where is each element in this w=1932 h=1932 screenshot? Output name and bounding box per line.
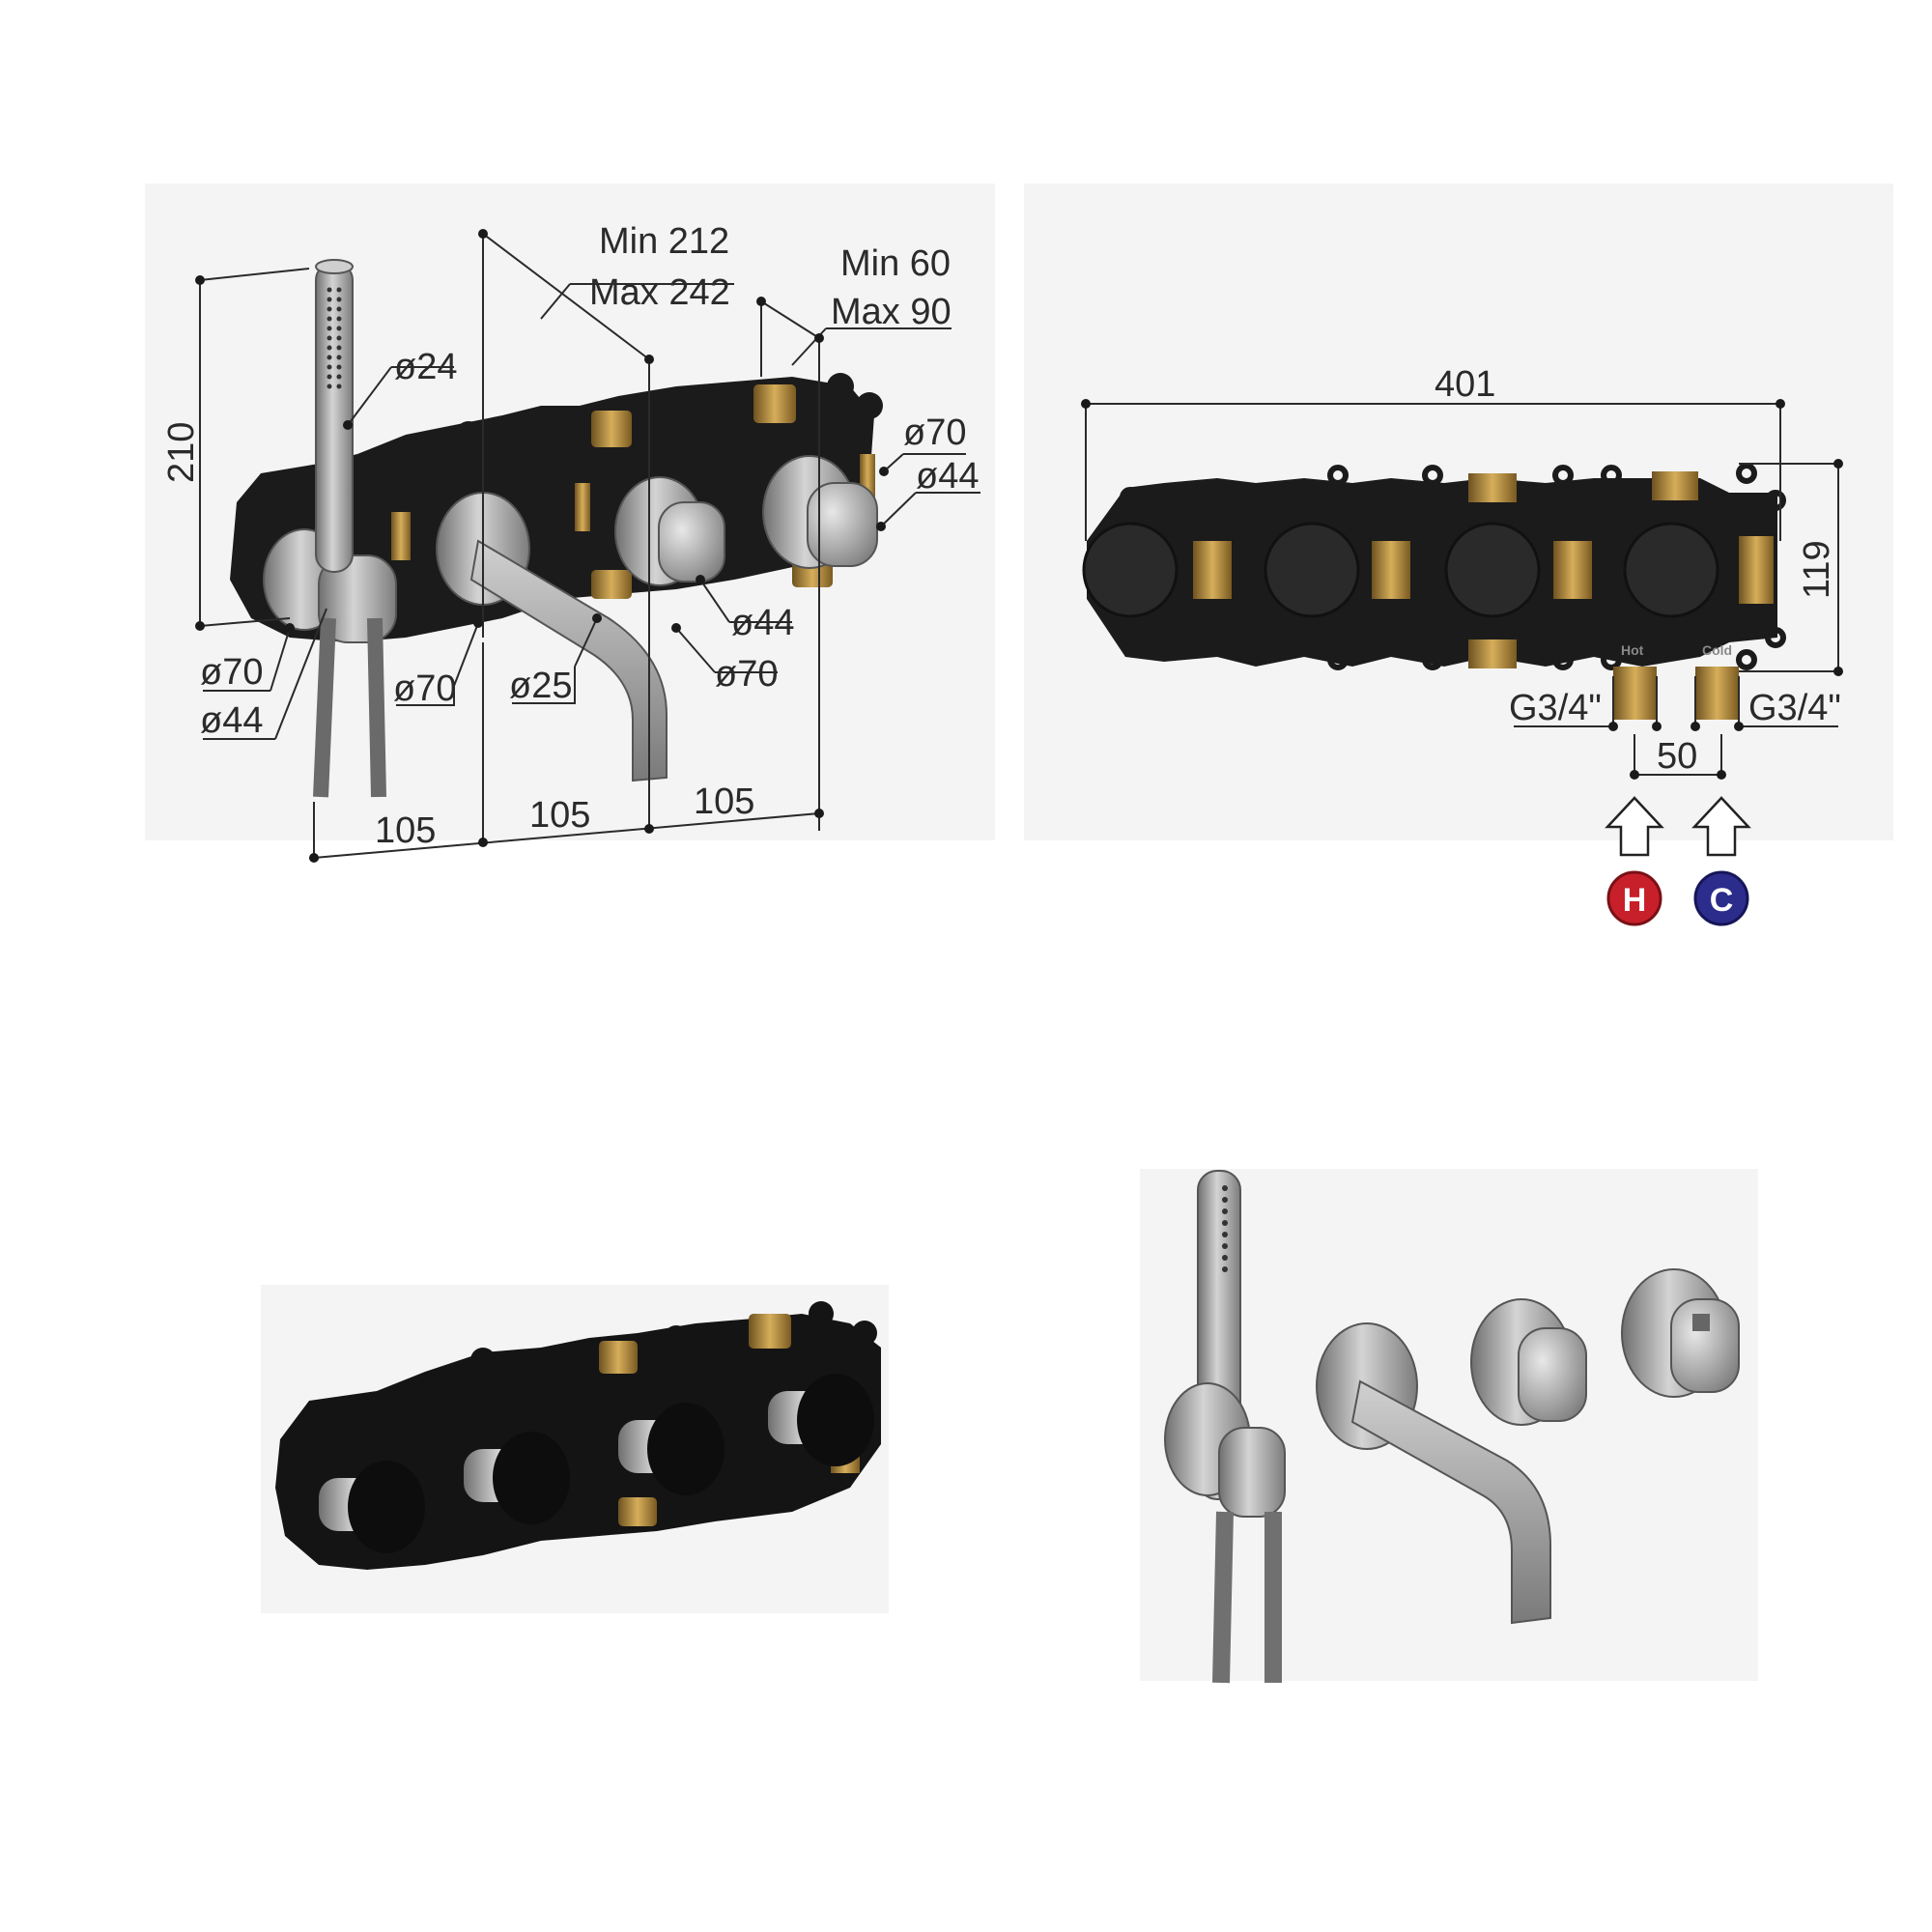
mount-ear (827, 373, 854, 400)
dim-spout-rosette: ø70 (393, 668, 456, 709)
hot-badge-icon (1606, 870, 1662, 926)
render-thermostat-stop (1692, 1314, 1710, 1331)
thermostat-knob (807, 482, 878, 567)
mount-ear (455, 421, 482, 448)
isometric-dimensions (199, 233, 980, 859)
spout (469, 539, 668, 782)
dim-spout-min: Min 212 (599, 221, 729, 262)
render-handshower-nozzles (1222, 1185, 1228, 1272)
mount-ear (856, 392, 883, 419)
cold-stamp: Cold (1702, 642, 1732, 658)
front-mount-ears (1120, 463, 1786, 670)
front-body-outline (1087, 478, 1777, 667)
brass-nut (591, 570, 632, 599)
front-chamber-2 (1264, 522, 1360, 618)
front-brass-nut (1652, 471, 1698, 500)
front-brass-nut (1468, 639, 1517, 668)
dim-thermostat-rosette: ø70 (903, 412, 966, 453)
mount-ear (701, 384, 728, 412)
isometric-labels: 210 ø24 Min 212 Max 242 Min 60 Max 90 ø7… (161, 221, 979, 851)
render-body (275, 1314, 881, 1570)
body-render (275, 1301, 881, 1570)
front-dimension-dots (1081, 399, 1843, 780)
render-mount-ears (470, 1301, 877, 1373)
handshower (315, 262, 354, 573)
handshower-top (315, 259, 354, 274)
hot-inlet-arrow-icon (1605, 796, 1664, 857)
handshower-nozzles (327, 287, 342, 389)
front-brass-nut (1468, 473, 1517, 502)
front-brass-link (1553, 541, 1592, 599)
front-dimensions (1085, 403, 1839, 778)
cold-inlet-arrow-icon (1691, 796, 1751, 857)
brass-nut (591, 411, 632, 447)
dim-stopvalve-knob: ø44 (731, 603, 794, 643)
render-brass-nut (599, 1341, 638, 1374)
dim-handshower-diameter: ø24 (394, 347, 457, 387)
hot-inlet-pipe (1613, 667, 1657, 720)
hot-stamp: Hot (1621, 642, 1644, 658)
render-brass-nut (618, 1497, 657, 1526)
stopvalve-knob (658, 501, 725, 582)
render-spout (1350, 1379, 1551, 1625)
front-brass-link (1193, 541, 1232, 599)
render-thermostat-knob (1670, 1298, 1740, 1393)
dim-cold-connection: G3/4" (1748, 688, 1841, 728)
render-brass-nut (749, 1314, 791, 1349)
dim-stopvalve-rosette: ø70 (715, 654, 778, 695)
dim-hot-connection: G3/4" (1509, 688, 1602, 728)
dim-spacing-1: 105 (375, 810, 436, 851)
cold-inlet-pipe (1695, 667, 1739, 720)
dim-spout-max: Max 242 (589, 272, 730, 313)
finish-render (1164, 1170, 1740, 1684)
brass-ring (391, 512, 411, 560)
dim-thermostat-knob: ø44 (916, 456, 979, 497)
dim-total-width: 401 (1435, 364, 1495, 405)
dim-inlet-spacing: 50 (1657, 736, 1697, 777)
dim-shower-height: 210 (161, 422, 202, 483)
front-chamber-4 (1623, 522, 1719, 618)
render-hose (1212, 1511, 1282, 1684)
dim-handle-min: Min 60 (840, 243, 951, 284)
cold-symbol: C (1710, 882, 1734, 919)
dim-spacing-3: 105 (694, 781, 754, 822)
dim-holder-knob: ø44 (200, 700, 263, 741)
dim-spacing-2: 105 (529, 795, 590, 836)
mount-ear (653, 392, 680, 419)
brass-nut (753, 384, 796, 423)
shower-hose (313, 617, 386, 798)
front-labels: 401 119 G3/4" G3/4" 50 (1435, 364, 1841, 777)
hot-symbol: H (1623, 882, 1647, 919)
front-view-body: Hot Cold (1082, 463, 1786, 720)
front-chamber-1 (1082, 522, 1179, 618)
dim-handle-max: Max 90 (831, 292, 952, 332)
front-brass-link (1372, 541, 1410, 599)
render-holder-knob (1218, 1427, 1286, 1518)
dim-holder-rosette: ø70 (200, 652, 263, 693)
front-chamber-3 (1444, 522, 1541, 618)
brass-ring (575, 483, 590, 531)
dim-height: 119 (1797, 540, 1837, 599)
render-stopvalve-knob (1518, 1327, 1587, 1422)
isometric-dimension-dots (195, 229, 889, 863)
render-cartridges (319, 1374, 874, 1553)
front-brass-link (1739, 536, 1774, 604)
dim-spout-diameter: ø25 (509, 666, 572, 706)
cold-badge-icon (1693, 870, 1749, 926)
isometric-assembly (230, 259, 883, 798)
